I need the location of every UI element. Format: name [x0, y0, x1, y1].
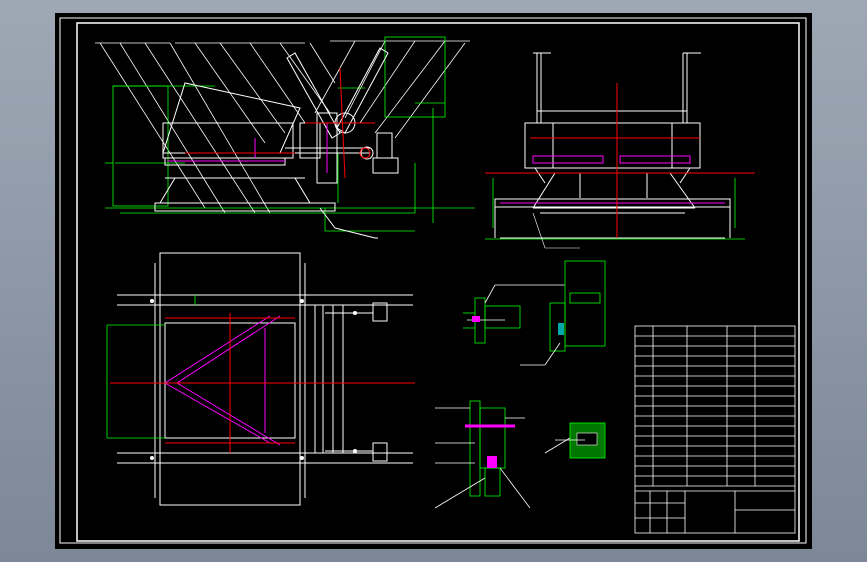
detail-d-slot [576, 432, 598, 446]
side-view-hidden [167, 123, 328, 173]
top-view-centerlines [110, 313, 415, 453]
detail-a [463, 284, 565, 344]
top-view-hidden [164, 315, 281, 446]
side-view-hatch [95, 40, 470, 214]
front-view [485, 52, 755, 249]
detail-b-leaders [520, 342, 561, 366]
outer-frame [59, 17, 807, 544]
detail-d-leaders [544, 437, 585, 454]
detail-a-part [472, 316, 480, 322]
top-view [106, 252, 415, 506]
inner-frame [76, 22, 800, 542]
detail-c-outline [469, 400, 506, 497]
detail-c-leaders [434, 407, 531, 509]
detail-b-outline [549, 260, 606, 352]
drawing-canvas [59, 17, 807, 544]
top-view-bolts [150, 299, 357, 460]
drawing-sheet [55, 13, 812, 549]
detail-a-outline [463, 297, 521, 344]
detail-b [520, 260, 606, 366]
top-view-frame [117, 252, 413, 506]
front-view-centerlines [485, 83, 755, 238]
side-view [95, 36, 475, 239]
side-view-dims [105, 36, 475, 232]
side-view-machine [154, 47, 399, 239]
top-view-dims [106, 295, 196, 439]
title-block-border [634, 325, 796, 534]
front-view-leader [532, 212, 580, 249]
side-view-centerlines [185, 67, 375, 179]
detail-b-part [558, 323, 564, 335]
front-view-hidden [500, 155, 725, 204]
detail-d [544, 422, 606, 459]
detail-c-part [487, 456, 497, 468]
detail-c [434, 400, 531, 509]
front-view-dims [485, 178, 745, 240]
title-block [634, 325, 796, 534]
front-view-machine [494, 52, 731, 239]
